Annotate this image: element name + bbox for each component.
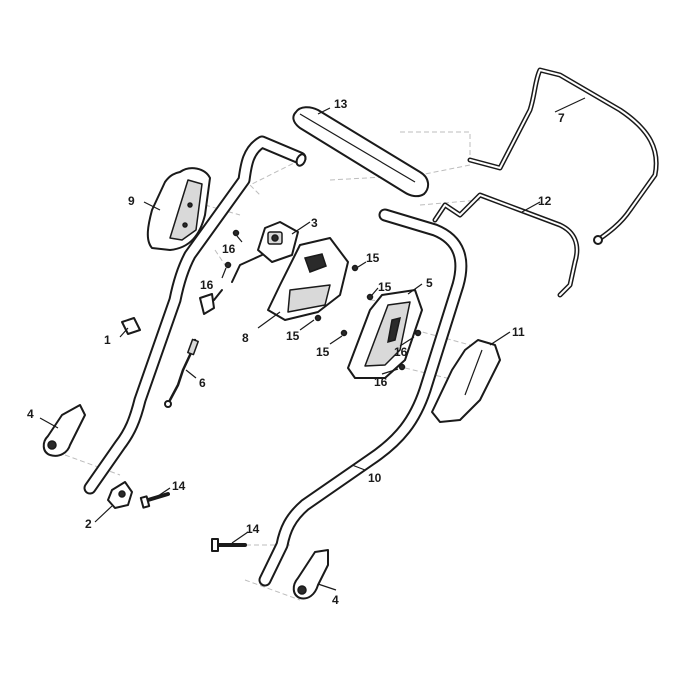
drive-bail-wire (432, 192, 580, 298)
callout-leaders (39, 97, 586, 591)
clamp-bracket (107, 481, 133, 509)
callout-16-c: 16 (394, 345, 408, 359)
control-cable (164, 338, 199, 408)
handle-tube-right (258, 208, 468, 587)
callout-11: 11 (512, 325, 525, 339)
callout-10: 10 (368, 471, 382, 485)
callout-1: 1 (104, 333, 111, 347)
handle-tube-left (83, 135, 307, 495)
callout-16-a: 16 (222, 242, 236, 256)
callout-6: 6 (199, 376, 206, 390)
right-housing-cover (431, 339, 501, 423)
bolt-lower (211, 538, 247, 552)
callout-5: 5 (426, 276, 433, 290)
callout-2: 2 (85, 517, 92, 531)
callout-4-right: 4 (332, 593, 339, 607)
callout-16-b: 16 (200, 278, 214, 292)
clamp-lever-right (292, 549, 329, 600)
clamp-lever-left (42, 404, 86, 457)
callout-9: 9 (128, 194, 135, 208)
cable-clip (199, 289, 223, 315)
callout-labels: 1 2 3 4 5 6 7 8 9 10 11 12 13 14 14 15 1… (27, 97, 565, 607)
switch-lever-unit (231, 221, 299, 283)
callout-12: 12 (538, 194, 552, 208)
bail-wire (467, 67, 659, 245)
right-housing-frame (347, 289, 423, 379)
callout-15-c: 15 (286, 329, 300, 343)
small-screws (224, 229, 422, 371)
callout-8: 8 (242, 331, 249, 345)
callout-14-lower: 14 (246, 522, 260, 536)
left-housing-cover (146, 167, 211, 251)
callout-15-d: 15 (316, 345, 330, 359)
callout-16-d: 16 (374, 375, 388, 389)
bolt-upper (139, 492, 170, 509)
callout-4-left: 4 (27, 407, 34, 421)
callout-15-a: 15 (366, 251, 380, 265)
callout-15-b: 15 (378, 280, 392, 294)
callout-13: 13 (334, 97, 348, 111)
callout-3: 3 (311, 216, 318, 230)
top-grip-bar (292, 106, 430, 198)
center-housing (267, 237, 349, 321)
callout-7: 7 (558, 111, 565, 125)
callout-14-upper: 14 (172, 479, 186, 493)
